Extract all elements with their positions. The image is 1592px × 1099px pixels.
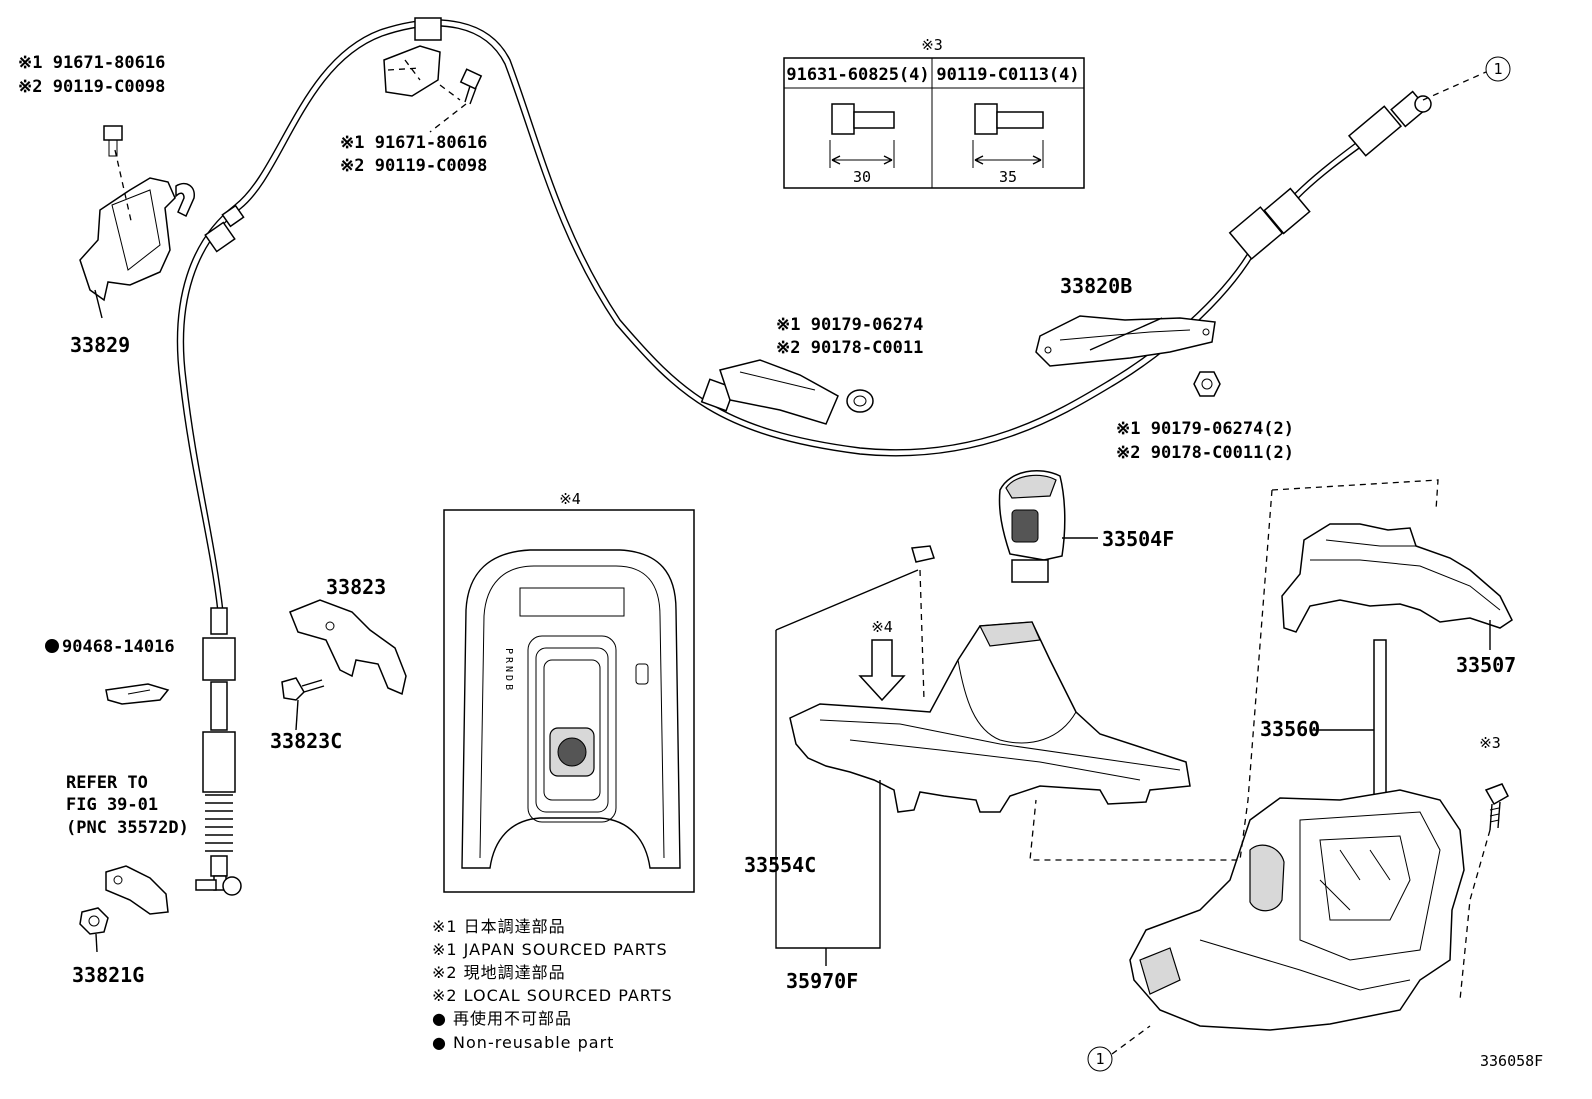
refer-line-3: (PNC 35572D) [66,818,189,838]
circle-marker-top-label: 1 [1493,60,1502,78]
note-bracket-1: ※1 91671-80616 [340,133,487,153]
note-nut-2: ※2 90178-C0011 [776,338,923,358]
non-reusable-dot [45,639,59,653]
nut-mid [846,389,874,413]
dashed-outline-assembly [1029,479,1439,861]
nut-33821G [79,907,109,953]
note-bracket-2: ※2 90119-C0098 [340,156,487,176]
label-33554C: 33554C [744,853,816,877]
transmission-control-cable [176,17,1432,896]
assembly-bolt-mark: ※3 [1479,734,1501,752]
label-33823C: 33823C [270,729,342,753]
label-33507: 33507 [1456,653,1516,677]
bolt-assembly [1484,783,1509,831]
bolt-table-col1-header: 91631-60825(4) [786,65,929,85]
legend-line-5: ● 再使用不可部品 [432,1009,572,1028]
label-33823: 33823 [326,575,386,599]
circle-marker-bottom: 1 [1087,1046,1113,1072]
shift-lever-assembly-33560 [1129,639,1465,1031]
label-90468-14016: 90468-14016 [62,637,175,657]
cable-clamp-bracket [383,45,461,101]
clip-90468-14016 [105,683,170,705]
note-nut2-1: ※1 90179-06274(2) [1116,419,1294,439]
dashed-leader-circle-top [1422,71,1487,101]
refer-line-1: REFER TO [66,773,148,793]
indicator-housing-33507 [1281,523,1513,650]
note-nut2-2: ※2 90178-C0011(2) [1116,443,1294,463]
label-33560: 33560 [1260,717,1320,741]
legend-line-4: ※2 LOCAL SOURCED PARTS [432,986,673,1005]
bracket-lines-35970F [775,545,935,966]
shift-console-33554C [789,621,1191,813]
legend-line-3: ※2 現地調達部品 [432,963,566,982]
bolt-33823C [281,677,325,731]
bolt-33829 [103,125,123,157]
direction-arrow [858,639,906,702]
dashed-leader-circle-bottom [1111,1025,1151,1055]
dashed-leader-bolt [1459,829,1491,1001]
refer-line-2: FIG 39-01 [66,795,158,815]
bolt-table-title: ※3 [921,36,943,54]
arrow-mark: ※4 [871,618,893,636]
bracket-33829 [79,149,195,319]
figure-id: 336058F [1480,1052,1543,1070]
shift-knob-33504F [998,469,1098,583]
legend-line-1: ※1 日本調達部品 [432,917,566,936]
label-33821G: 33821G [72,963,144,987]
bolt-table-col2-length: 35 [999,168,1017,186]
note-nut-1: ※1 90179-06274 [776,315,923,335]
detail-panel-mark: ※4 [559,490,581,508]
label-33820B: 33820B [1060,274,1132,298]
label-33504F: 33504F [1102,527,1174,551]
note-33829-1: ※1 91671-80616 [18,53,165,73]
bolt-table [783,57,1085,189]
cable-bracket-end [105,865,169,915]
cable-bracket-33820B [1035,315,1216,367]
bolt-table-col2-header: 90119-C0113(4) [936,65,1079,85]
gear-letters: PRNDB [503,648,514,693]
label-33829: 33829 [70,333,130,357]
cable-bracket-mid [719,359,839,425]
label-35970F: 35970F [786,969,858,993]
bolt-table-col1-length: 30 [853,168,871,186]
note-33829-2: ※2 90119-C0098 [18,77,165,97]
legend-line-6: ● Non-reusable part [432,1033,614,1052]
bracket-bolt [429,68,483,133]
legend-line-2: ※1 JAPAN SOURCED PARTS [432,940,668,959]
nut-33820B [1193,371,1221,397]
circle-marker-bottom-label: 1 [1095,1050,1104,1068]
detail-panel [443,509,695,893]
legend: ※1 日本調達部品 ※1 JAPAN SOURCED PARTS ※2 現地調達… [432,917,673,1052]
circle-marker-top: 1 [1485,56,1511,82]
bracket-33823 [289,599,407,696]
